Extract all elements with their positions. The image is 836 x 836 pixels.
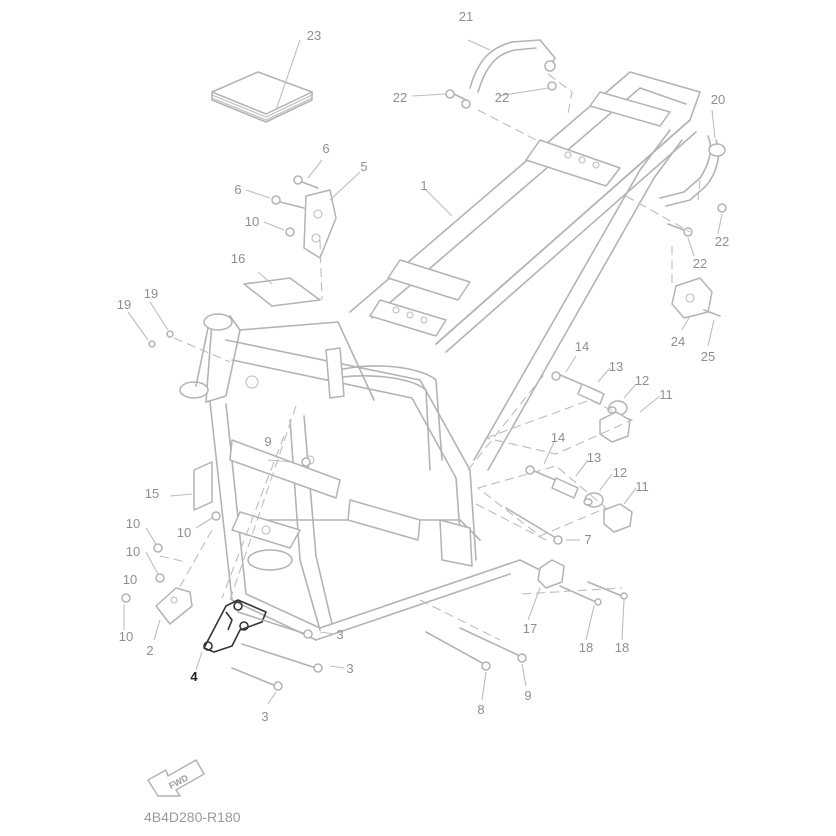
part-25-bolt (703, 309, 721, 317)
diagram-code: 4B4D280-R180 (144, 809, 241, 825)
part-20-grab-bar (659, 109, 726, 207)
callout-10-b: 10 (177, 525, 191, 540)
callout-3-b: 3 (346, 661, 353, 676)
callout-labels: 1 2 3 3 3 4 5 6 6 7 8 9 9 10 10 10 10 10… (117, 9, 729, 724)
callout-14-a: 14 (575, 339, 589, 354)
callout-22-c: 22 (715, 234, 729, 249)
callout-9-b: 9 (524, 688, 531, 703)
callout-6-b: 6 (234, 182, 241, 197)
callout-5: 5 (360, 159, 367, 174)
pivot-hardware-upper (551, 371, 631, 443)
callout-7: 7 (584, 532, 591, 547)
callout-15: 15 (145, 486, 159, 501)
callout-19-a: 19 (144, 286, 158, 301)
part-1-frame (179, 71, 701, 641)
part-4-engine-bracket (195, 599, 267, 671)
part-21-grab-bar (467, 39, 556, 93)
callout-10-d: 10 (126, 544, 140, 559)
callout-12-a: 12 (635, 373, 649, 388)
callout-3-a: 3 (336, 627, 343, 642)
part-15-plate (193, 461, 213, 511)
callout-22-b: 22 (495, 90, 509, 105)
callout-3-c: 3 (261, 709, 268, 724)
pivot-hardware-lower (525, 465, 633, 533)
callout-18-b: 18 (615, 640, 629, 655)
small-fasteners (121, 81, 727, 603)
callout-6-a: 6 (322, 141, 329, 156)
callout-10-f: 10 (119, 629, 133, 644)
callout-14-b: 14 (551, 430, 565, 445)
callout-11-b: 11 (635, 479, 649, 494)
callout-21: 21 (459, 9, 473, 24)
callout-10-a: 10 (245, 214, 259, 229)
leader-lines (123, 87, 723, 705)
callout-23: 23 (307, 28, 321, 43)
callout-20: 20 (711, 92, 725, 107)
part-17-bracket (537, 559, 565, 589)
callout-17: 17 (523, 621, 537, 636)
callout-8: 8 (477, 702, 484, 717)
bolts (231, 507, 628, 691)
callout-10-c: 10 (126, 516, 140, 531)
callout-13-b: 13 (587, 450, 601, 465)
callout-4: 4 (190, 669, 198, 684)
callout-10-e: 10 (123, 572, 137, 587)
callout-11-a: 11 (659, 387, 673, 402)
part-23-manual (211, 39, 313, 123)
part-16-plate (243, 271, 321, 307)
callout-24: 24 (671, 334, 685, 349)
callout-13-a: 13 (609, 359, 623, 374)
part-5-bracket (303, 189, 337, 259)
callout-25: 25 (701, 349, 715, 364)
callout-9-a: 9 (264, 434, 271, 449)
callout-22-d: 22 (693, 256, 707, 271)
callout-18-a: 18 (579, 640, 593, 655)
part-2-bracket (155, 587, 193, 625)
callout-19-b: 19 (117, 297, 131, 312)
callout-1: 1 (420, 178, 427, 193)
callout-22-a: 22 (393, 90, 407, 105)
callout-2: 2 (146, 643, 153, 658)
alignment-lines (159, 73, 701, 641)
fwd-arrow-icon: FWD (147, 759, 205, 797)
part-24-bracket (671, 277, 713, 319)
callout-12-b: 12 (613, 465, 627, 480)
callout-16: 16 (231, 251, 245, 266)
